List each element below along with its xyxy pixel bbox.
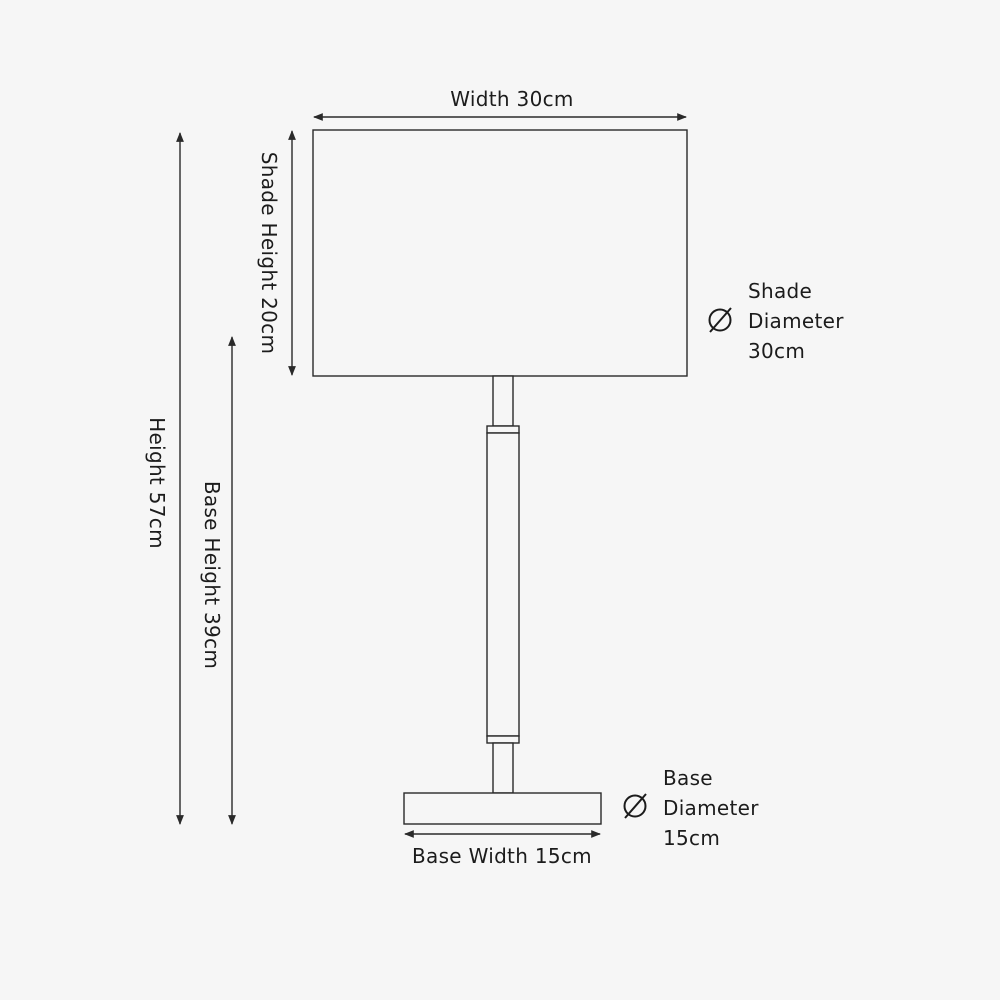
lamp-collar-lower <box>486 735 520 744</box>
lamp-base <box>403 792 602 825</box>
base-width-label: Base Width 15cm <box>412 844 592 868</box>
diameter-icon <box>708 307 732 333</box>
lamp-shade <box>312 129 688 377</box>
lamp-collar-upper <box>486 425 520 434</box>
base-height-label: Base Height 39cm <box>200 481 224 669</box>
height-label: Height 57cm <box>145 417 169 549</box>
width-label: Width 30cm <box>450 87 573 111</box>
shade-diameter-label-line1: Shade <box>748 279 812 303</box>
lamp-neck-lower <box>492 742 514 794</box>
lamp-stem <box>486 432 520 737</box>
base-diameter-label-line1: Base <box>663 766 713 790</box>
shade-diameter-label-line2: Diameter <box>748 309 844 333</box>
shade-height-label: Shade Height 20cm <box>257 152 281 354</box>
shade-diameter-label-line3: 30cm <box>748 339 805 363</box>
lamp-neck-upper <box>492 375 514 427</box>
base-diameter-label-line2: Diameter <box>663 796 759 820</box>
diameter-icon <box>623 793 647 819</box>
base-diameter-label-line3: 15cm <box>663 826 720 850</box>
